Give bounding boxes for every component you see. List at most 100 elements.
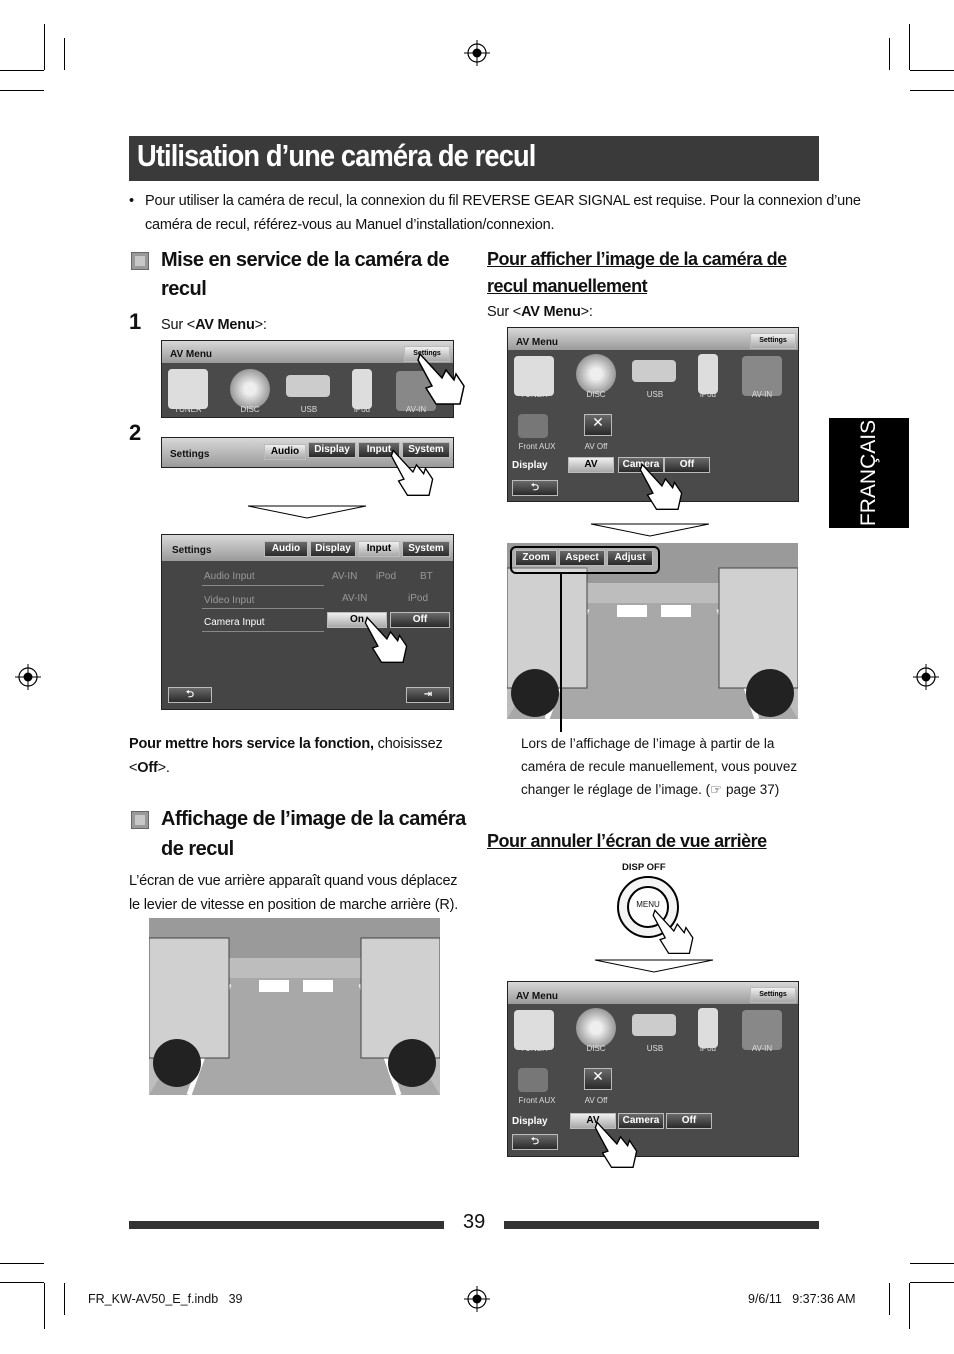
ipod-icon[interactable] (698, 1008, 718, 1048)
display-av-button[interactable]: AV (570, 1113, 616, 1129)
language-tab: FRANÇAIS (829, 418, 909, 528)
av-menu-cancel-screen: AV Menu Settings TUNER DISC USB iPod AV-… (507, 981, 799, 1157)
tab-input[interactable]: Input (358, 541, 400, 557)
crop-mark (0, 1263, 44, 1264)
display-off-button[interactable]: Off (666, 1113, 712, 1129)
tab-system[interactable]: System (402, 442, 450, 458)
crop-mark (889, 38, 890, 70)
source-label: DISC (586, 390, 606, 399)
off-note-off: Off (137, 760, 158, 776)
row-option[interactable]: BT (420, 571, 433, 582)
parking-scene-illustration (149, 918, 440, 1095)
tab-display[interactable]: Display (310, 541, 356, 557)
av-in-icon[interactable] (742, 356, 782, 396)
page-number-bar-right (504, 1221, 819, 1229)
display-camera-button[interactable]: Camera (618, 457, 664, 473)
language-tab-label: FRANÇAIS (857, 419, 880, 527)
source-label: USB (646, 390, 664, 399)
section-heading-2a: Affichage de l’image de la caméra (161, 808, 466, 830)
tab-audio[interactable]: Audio (264, 444, 306, 460)
av-off-icon[interactable]: ✕ (584, 1068, 612, 1090)
down-arrow-icon (594, 959, 714, 973)
usb-icon[interactable] (632, 360, 676, 382)
front-aux-icon[interactable] (518, 414, 548, 438)
caption-line-3: changer le réglage de l’image. (☞ page 3… (521, 782, 780, 797)
disp-off-label: DISP OFF (622, 862, 666, 873)
settings-label: Settings (172, 545, 212, 556)
section-heading-1b: recul (161, 278, 207, 300)
caption-line-1: Lors de l’affichage de l’image à partir … (521, 736, 775, 751)
screen-topbar (508, 328, 798, 350)
aspect-button[interactable]: Aspect (559, 550, 605, 566)
av-off-icon[interactable]: ✕ (584, 414, 612, 436)
av-menu-display-screen: AV Menu Settings TUNER DISC USB iPod AV-… (507, 327, 799, 502)
av-off-label: AV Off (584, 442, 608, 451)
down-arrow-icon (590, 523, 710, 537)
tab-system[interactable]: System (402, 541, 450, 557)
registration-mark-icon (464, 1286, 490, 1312)
adjust-button[interactable]: Adjust (607, 550, 653, 566)
step-number: 1 (129, 309, 142, 334)
screen-topbar (508, 982, 798, 1004)
crop-mark (0, 70, 44, 71)
back-button[interactable]: ⮌ (168, 687, 212, 703)
crop-mark (909, 1283, 910, 1329)
settings-button[interactable]: Settings (750, 987, 796, 1003)
front-aux-icon[interactable] (518, 1068, 548, 1092)
display-off-button[interactable]: Off (664, 457, 710, 473)
title-bar: Utilisation d’une caméra de recul (129, 136, 819, 181)
source-label: DISC (240, 405, 260, 414)
tuner-icon[interactable] (514, 356, 554, 396)
divider (202, 585, 324, 586)
intro-bullet: • (129, 193, 134, 209)
row-option[interactable]: AV-IN (332, 571, 358, 582)
section-square-icon (131, 252, 149, 270)
usb-icon[interactable] (632, 1014, 676, 1036)
right-heading-1b: recul manuellement (487, 276, 648, 296)
ipod-icon[interactable] (352, 369, 372, 409)
exit-button[interactable]: ⇥ (406, 687, 450, 703)
source-label: USB (646, 1044, 664, 1053)
row-option[interactable]: iPod (376, 571, 397, 582)
right-heading-1a: Pour afficher l’image de la caméra de (487, 249, 787, 269)
display-label: Display (512, 1116, 548, 1127)
page-title: Utilisation d’une caméra de recul (137, 138, 536, 173)
back-button[interactable]: ⮌ (512, 480, 558, 496)
caption-line-2: caméra de recule manuellement, vous pouv… (521, 759, 798, 774)
display-camera-button[interactable]: Camera (618, 1113, 664, 1129)
crop-mark (910, 70, 954, 71)
input-settings-screen: Settings Audio Display Input System Audi… (161, 534, 454, 710)
av-menu-label: AV Menu (516, 991, 559, 1002)
tab-input[interactable]: Input (358, 442, 400, 458)
off-note-line-1: Pour mettre hors service la fonction, ch… (129, 732, 443, 756)
section-square-icon (131, 811, 149, 829)
source-label: AV-IN (405, 405, 427, 414)
av-in-icon[interactable] (742, 1010, 782, 1050)
section-heading-1a: Mise en service de la caméra de (161, 249, 450, 271)
display-av-button[interactable]: AV (568, 457, 614, 473)
row-option[interactable]: iPod (408, 593, 429, 604)
section-heading-2b: de recul (161, 838, 234, 860)
tab-audio[interactable]: Audio (264, 541, 308, 557)
tuner-icon[interactable] (514, 1010, 554, 1050)
tuner-icon[interactable] (168, 369, 208, 409)
av-menu-label: AV Menu (170, 349, 213, 360)
row-option[interactable]: AV-IN (342, 593, 368, 604)
crop-mark (44, 1283, 45, 1329)
ipod-icon[interactable] (698, 354, 718, 394)
step1-pre: Sur < (161, 317, 196, 333)
disc-icon[interactable] (576, 354, 616, 394)
menu-label: MENU (636, 900, 660, 909)
disc-icon[interactable] (576, 1008, 616, 1048)
settings-button[interactable]: Settings (750, 333, 796, 349)
back-button[interactable]: ⮌ (512, 1134, 558, 1150)
camera-off-button[interactable]: Off (390, 612, 450, 628)
crop-mark (44, 24, 45, 70)
usb-icon[interactable] (286, 375, 330, 397)
crop-mark (910, 90, 954, 91)
section2-text-1: L’écran de vue arrière apparaît quand vo… (129, 873, 458, 889)
disc-icon[interactable] (230, 369, 270, 409)
source-label: iPod (353, 405, 370, 414)
tab-display[interactable]: Display (308, 442, 356, 458)
zoom-button[interactable]: Zoom (515, 550, 557, 566)
